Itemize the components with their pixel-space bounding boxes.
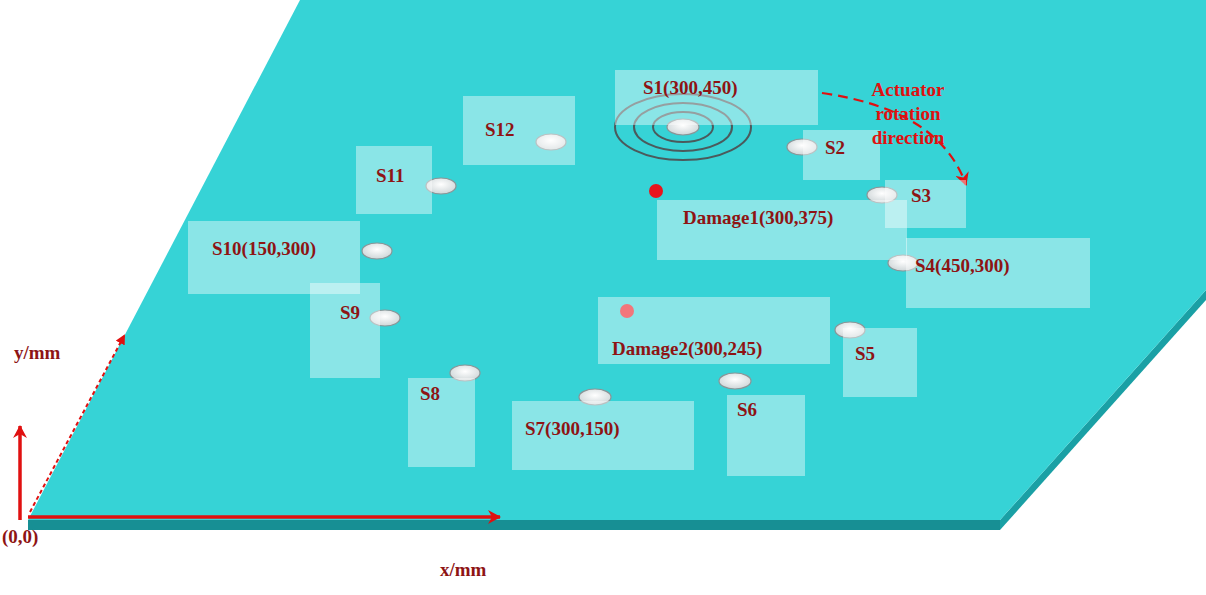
- sensor-label: S3: [911, 186, 931, 207]
- sensor-label: S1(300,450): [643, 78, 737, 99]
- damage-label: Damage1(300,375): [683, 208, 833, 229]
- axis-label: y/mm: [14, 343, 60, 364]
- sensor-label: S11: [376, 166, 405, 187]
- sensor-label: S12: [485, 120, 515, 141]
- sensor-label-box: S11: [356, 146, 432, 214]
- sensor-label-box: S1(300,450): [615, 70, 818, 125]
- sensor-label-box: S6: [727, 395, 805, 476]
- sensor-label-box: S5: [843, 328, 917, 397]
- sensor-label-box: S4(450,300): [906, 238, 1090, 308]
- axis-label: x/mm: [440, 560, 486, 581]
- damage-label-box: Damage1(300,375): [657, 200, 907, 260]
- sensor-label: S8: [420, 384, 440, 405]
- rotation-label: Actuator rotation direction: [848, 78, 968, 149]
- sensor-label: S2: [825, 138, 845, 159]
- sensor-label-box: S8: [408, 378, 475, 467]
- damage-label-box: Damage2(300,245): [598, 297, 830, 364]
- sensor-label: S6: [737, 400, 757, 421]
- sensor-label: S4(450,300): [915, 256, 1009, 277]
- sensor-label-box: S9: [310, 283, 380, 378]
- sensor-label: S9: [340, 303, 360, 324]
- sensor-label-box: S2: [803, 130, 880, 180]
- sensor-label-box: S10(150,300): [188, 221, 360, 294]
- sensor-label-box: S7(300,150): [512, 401, 694, 470]
- damage-label: Damage2(300,245): [612, 339, 762, 360]
- sensor-label: S7(300,150): [525, 419, 619, 440]
- sensor-label: S5: [855, 344, 875, 365]
- origin-label: (0,0): [2, 527, 38, 548]
- sensor-label-box: S12: [463, 96, 575, 165]
- sensor-label: S10(150,300): [212, 239, 316, 260]
